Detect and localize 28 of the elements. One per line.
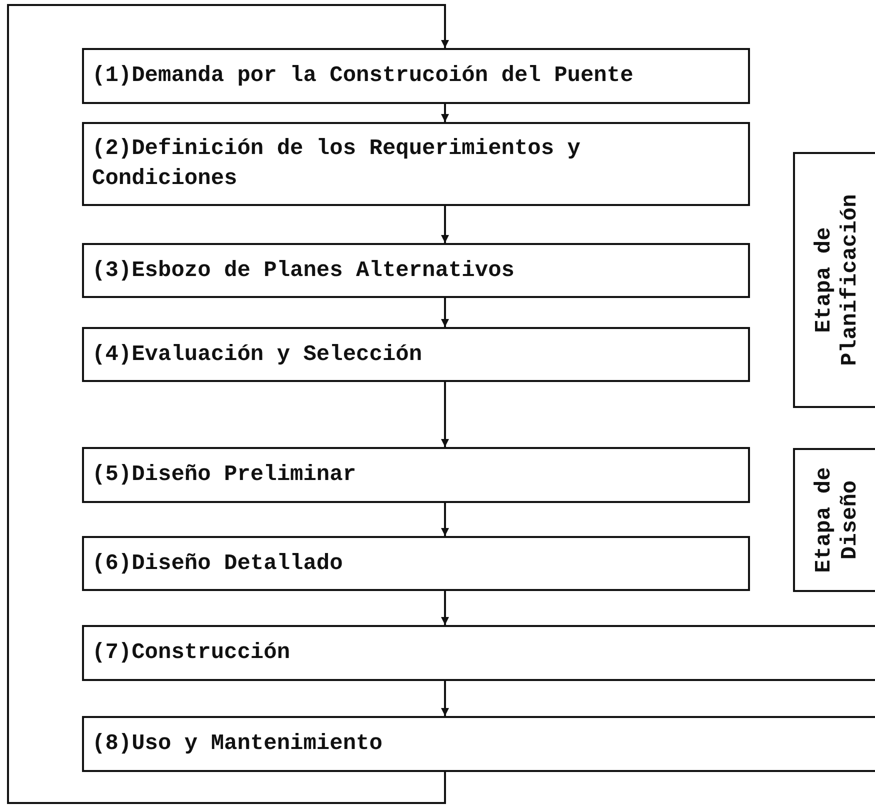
process-box <box>82 716 875 772</box>
step-label: (3)Esbozo de Planes Alternativos <box>92 256 514 285</box>
feedback-arrow <box>7 4 449 804</box>
process-box <box>82 327 750 382</box>
step-label: (7)Construcción <box>92 639 290 668</box>
step-label: (5)Diseño Preliminar <box>92 461 356 490</box>
process-box <box>82 122 750 206</box>
arrow <box>441 503 449 536</box>
step-label: (2)Definición de los Requerimientos y Condiciones <box>92 135 582 193</box>
stage-box <box>793 152 875 408</box>
stage-label: Etapa de Planificación <box>812 193 864 368</box>
process-box <box>82 536 750 591</box>
process-box <box>82 48 750 104</box>
arrow <box>441 104 449 122</box>
arrow <box>441 591 449 625</box>
step-label: (8)Uso y Mantenimiento <box>92 730 382 758</box>
process-box <box>82 243 750 298</box>
stage-box <box>793 448 875 592</box>
step-label: (6)Diseño Detallado <box>92 550 343 578</box>
step-label: (1)Demanda por la Construcoión del Puente <box>92 62 634 90</box>
stage-label: Etapa de Diseño <box>812 466 864 575</box>
step-label: (4)Evaluación y Selección <box>92 340 422 369</box>
arrow <box>441 681 449 716</box>
arrow <box>441 206 449 243</box>
process-box <box>82 447 750 503</box>
arrow <box>441 382 449 447</box>
process-box <box>82 625 875 681</box>
arrow <box>441 298 449 327</box>
